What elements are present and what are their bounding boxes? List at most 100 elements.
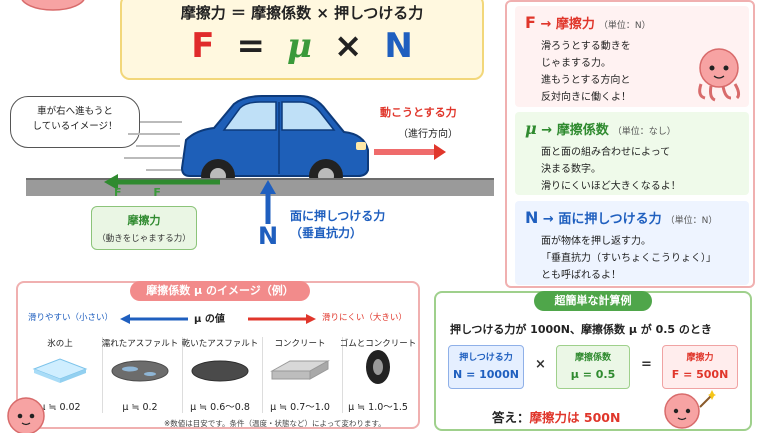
definition-coefficient-unit: （単位：なし）	[612, 127, 676, 137]
definition-line: 滑りにくいほど大きくなるよ！	[541, 181, 681, 192]
arrow-right-icon: →	[540, 17, 552, 32]
octopus-mascot-wand-icon	[664, 390, 716, 429]
coefficient-examples-title: 摩擦係数 μ のイメージ（例）	[130, 281, 310, 301]
calc-times: ×	[535, 357, 546, 372]
definition-line: 面が物体を押し返す力。	[541, 236, 651, 247]
normal-force-symbol: N	[258, 222, 279, 250]
calc-friction-box: 摩擦力 F = 500N	[662, 345, 738, 389]
definition-friction-symbol: F	[525, 13, 536, 32]
formula-words: 摩擦力 ＝ 摩擦係数 × 押しつける力	[180, 4, 424, 22]
divider	[262, 337, 263, 413]
answer-text: 摩擦力は 500N	[529, 410, 621, 425]
ice-block-icon	[32, 358, 88, 383]
example-wet-asphalt: 濡れたアスファルト μ ≒ 0.2	[100, 337, 180, 417]
definition-line: 進もうとする方向と	[541, 75, 631, 86]
calculation-answer: 答え：摩擦力は 500N	[492, 407, 620, 426]
definition-line: 面と面の組み合わせによって	[541, 147, 671, 158]
calculation-title: 超簡単な計算例	[534, 291, 652, 311]
grippy-label: 滑りにくい（大きい）	[322, 313, 407, 323]
example-value: μ ≒ 0.6〜0.8	[190, 402, 250, 413]
definition-normal-body: 面が物体を押し返す力。 「垂直抗力（すいちょくこうりょく）」 とも呼ばれるよ！	[541, 233, 716, 284]
definition-friction: F → 摩擦力（単位：N） 滑ろうとする動きを じゃまする力。 進もうとする方向…	[515, 6, 749, 107]
tire-icon	[366, 350, 390, 384]
definition-friction-name: 摩擦力	[555, 17, 595, 32]
definition-friction-body: 滑ろうとする動きを じゃまする力。 進もうとする方向と 反対向きに働くよ！	[541, 38, 631, 106]
friction-symbols: F F	[114, 186, 175, 199]
speed-lines-icon	[124, 121, 186, 171]
example-ice: 氷の上 μ ≒ 0.02	[20, 337, 100, 417]
coefficient-note: ※数値は目安です。条件（温度・状態など）によって変わります。	[164, 419, 386, 428]
definition-normal-force: N → 面に押しつける力（単位：N） 面が物体を押し返す力。 「垂直抗力（すいち…	[515, 201, 749, 285]
normal-force-label-line2: （垂直抗力）	[290, 226, 363, 240]
divider	[342, 337, 343, 413]
drive-direction-label: （進行方向）	[398, 129, 458, 140]
speech-bubble: 車が右へ進もうと しているイメージ！	[10, 96, 140, 148]
definition-coefficient-name: 摩擦係数	[556, 123, 609, 138]
formula-equals: =	[236, 26, 265, 66]
definition-coefficient: μ → 摩擦係数（単位：なし） 面と面の組み合わせによって 決まる数字。 滑りに…	[515, 112, 749, 195]
dry-asphalt-icon	[191, 360, 249, 382]
example-concrete: コンクリート μ ≒ 0.7〜1.0	[260, 337, 340, 417]
example-caption: 乾いたアスファルト	[181, 339, 259, 349]
divider	[182, 337, 183, 413]
definition-line: 「垂直抗力（すいちょくこうりょく）」	[541, 253, 716, 264]
octopus-mascot-icon	[698, 48, 741, 102]
friction-box-subtitle: （動きをじゃまする力）	[97, 234, 191, 244]
definition-line: じゃまする力。	[541, 58, 611, 69]
normal-force-arrow-icon	[260, 180, 276, 224]
scale-arrows-icon	[120, 314, 316, 324]
drive-force-label: 動こうとする力	[380, 106, 457, 119]
definition-coefficient-symbol: μ	[525, 119, 537, 138]
definition-coefficient-heading: μ → 摩擦係数（単位：なし）	[525, 119, 676, 138]
force-arrows	[104, 174, 276, 224]
friction-box-title: 摩擦力	[127, 214, 161, 227]
calc-coefficient-label: 摩擦係数	[574, 353, 611, 363]
divider	[102, 337, 103, 413]
friction-label-box: 摩擦力 （動きをじゃまする力）	[91, 206, 197, 250]
formula-main: F=μ×N	[122, 26, 482, 66]
example-caption: 氷の上	[47, 339, 73, 349]
normal-force-label: 面に押しつける力 （垂直抗力）	[290, 208, 385, 242]
example-dry-asphalt: 乾いたアスファルト μ ≒ 0.6〜0.8	[180, 337, 260, 417]
definition-normal-heading: N → 面に押しつける力（単位：N）	[525, 208, 717, 227]
definition-friction-heading: F → 摩擦力（単位：N）	[525, 13, 651, 32]
definition-normal-symbol: N	[525, 208, 539, 227]
example-caption: 濡れたアスファルト	[101, 339, 179, 349]
example-value: μ ≒ 1.0〜1.5	[348, 402, 408, 413]
mu-value-label: μ の値	[194, 314, 225, 325]
formula-N: N	[384, 26, 413, 66]
octopus-mascot-top-icon	[21, 0, 85, 11]
slippery-label: 滑りやすい（小さい）	[28, 313, 114, 323]
example-value: μ ≒ 0.7〜1.0	[270, 402, 330, 413]
example-caption: コンクリート	[274, 339, 326, 349]
example-rubber-concrete: ゴムとコンクリート μ ≒ 1.0〜1.5	[338, 337, 418, 417]
definition-normal-unit: （単位：N）	[665, 216, 718, 226]
drive-force-arrow-icon	[374, 144, 446, 160]
coefficient-examples-panel: 摩擦係数 μ のイメージ（例） 滑りやすい（小さい） 滑りにくい（大きい） μ …	[16, 281, 420, 429]
definition-normal-name: 面に押しつける力	[558, 212, 662, 227]
calc-friction-label: 摩擦力	[686, 353, 714, 363]
definition-coefficient-body: 面と面の組み合わせによって 決まる数字。 滑りにくいほど大きくなるよ！	[541, 144, 681, 195]
normal-force-label-line1: 面に押しつける力	[290, 209, 386, 223]
arrow-right-icon: →	[541, 123, 553, 138]
example-value: μ ≒ 0.02	[39, 402, 81, 413]
formula-box: 摩擦力 ＝ 摩擦係数 × 押しつける力 F=μ×N	[120, 0, 484, 80]
calculation-question: 押しつける力が 1000N、摩擦係数 μ が 0.5 のとき	[450, 323, 712, 336]
concrete-block-icon	[270, 360, 330, 380]
definitions-panel: F → 摩擦力（単位：N） 滑ろうとする動きを じゃまする力。 進もうとする方向…	[505, 0, 755, 288]
calc-normal-box: 押しつける力 N = 1000N	[448, 345, 524, 389]
example-value: μ ≒ 0.2	[122, 402, 158, 413]
calc-coefficient-value: μ = 0.5	[570, 368, 616, 381]
wet-asphalt-icon	[111, 360, 169, 382]
calc-friction-value: F = 500N	[671, 368, 729, 381]
example-caption: ゴムとコンクリート	[339, 339, 417, 349]
calc-coefficient-box: 摩擦係数 μ = 0.5	[556, 345, 630, 389]
definition-line: 滑ろうとする動きを	[541, 41, 631, 52]
definition-line: 決まる数字。	[541, 164, 601, 175]
calc-normal-label: 押しつける力	[459, 353, 513, 363]
definition-line: とも呼ばれるよ！	[541, 270, 621, 281]
friction-arrow-icon	[104, 174, 220, 190]
definition-friction-unit: （単位：N）	[598, 21, 651, 31]
answer-prefix: 答え：	[492, 410, 530, 425]
formula-F: F	[191, 26, 215, 66]
